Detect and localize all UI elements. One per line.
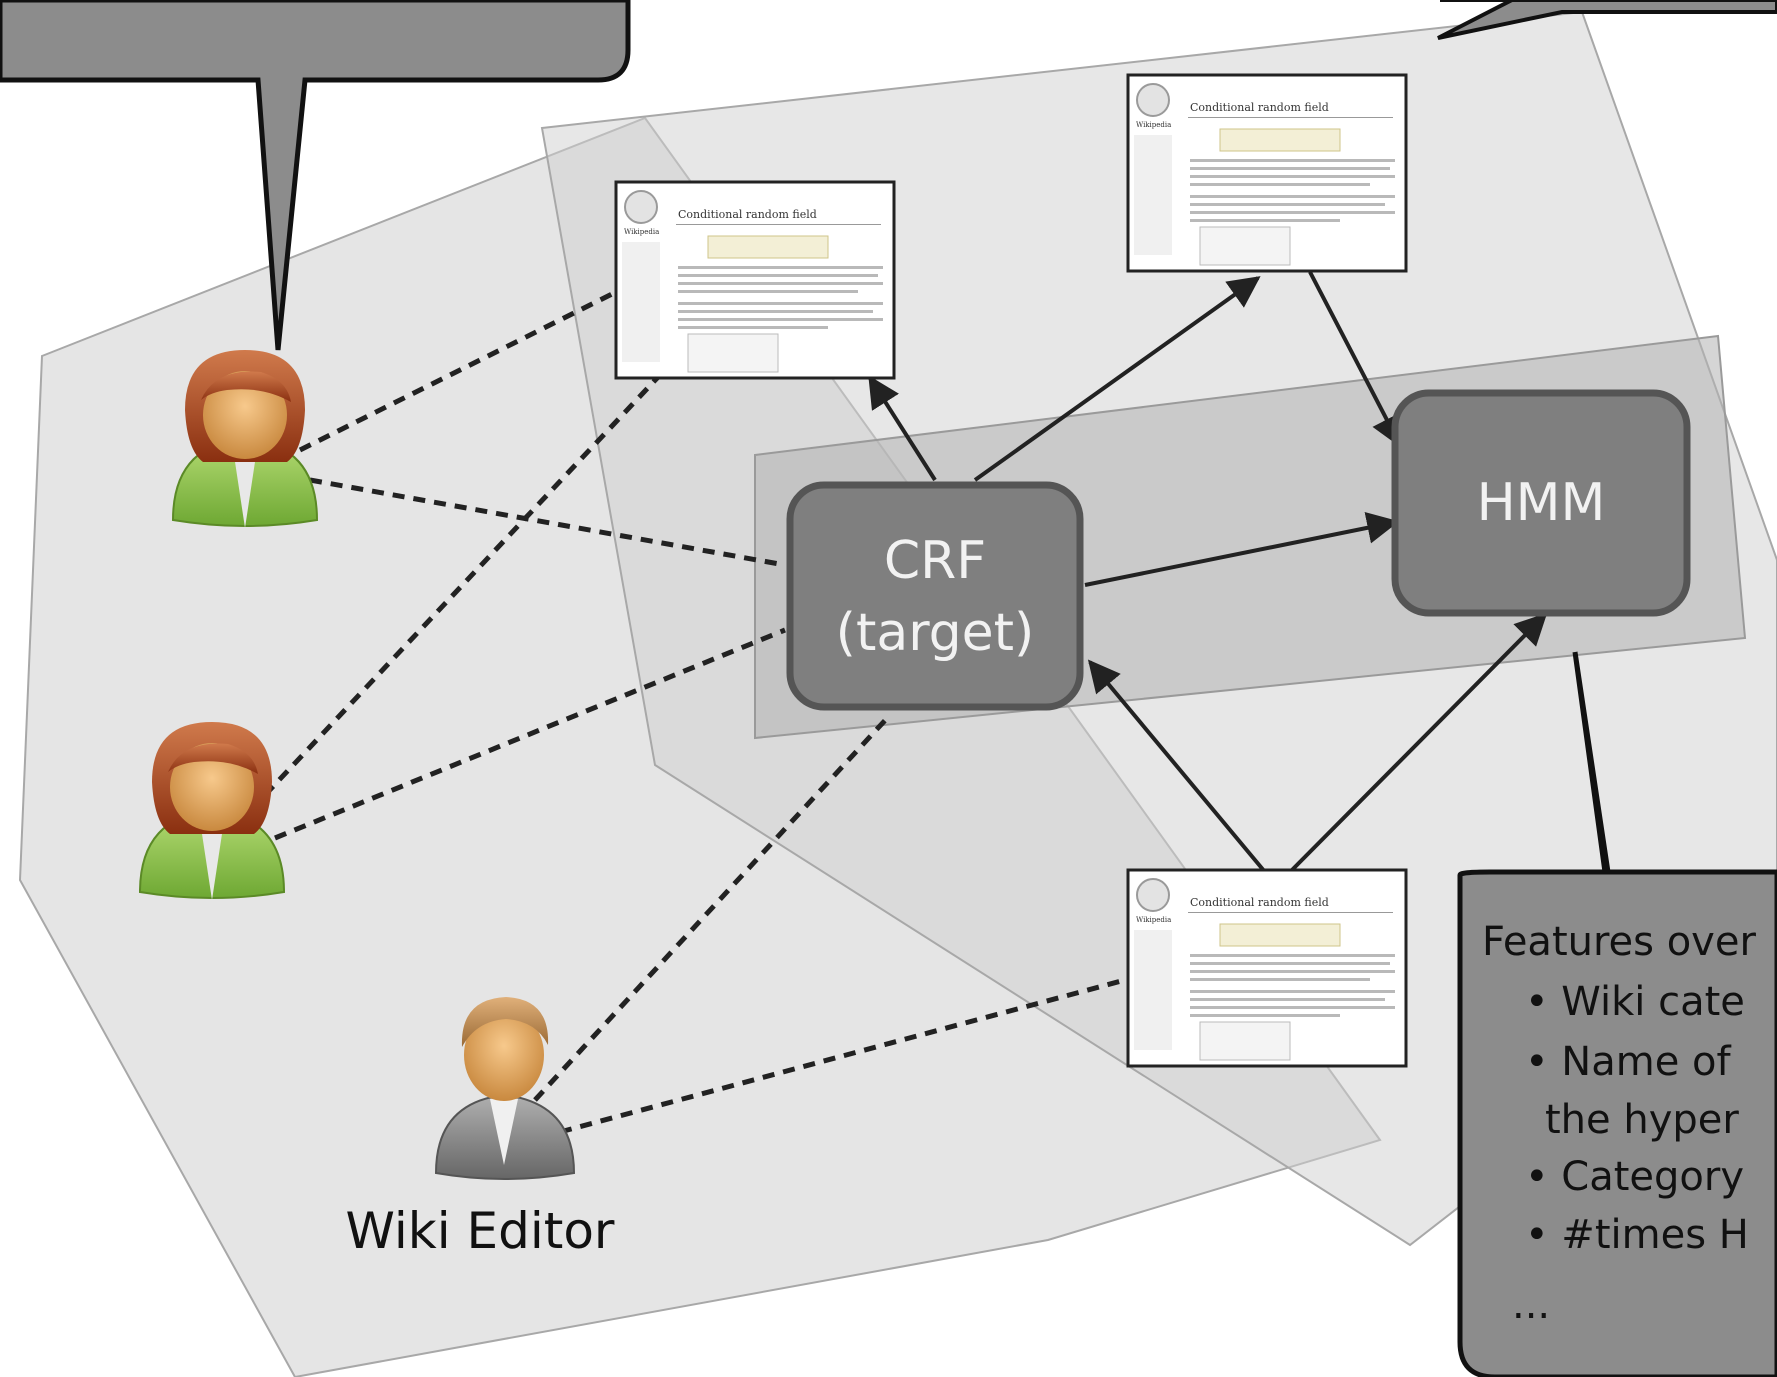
crf-node-label-line2: (target) (836, 603, 1035, 663)
arrow-page3-hmm (1288, 612, 1548, 874)
dashed-edge-editor-crf (533, 713, 892, 1102)
dashed-edge-user1-page (298, 277, 642, 453)
hmm-node-label: HMM (1477, 473, 1606, 533)
wiki-page-thumbnail: Wikipedia Conditional random field (1126, 73, 1408, 273)
dashed-edge-user1-crf (309, 477, 786, 568)
user-avatar-icon (171, 350, 319, 528)
hmm-node: HMM (1391, 389, 1691, 617)
svg-text:Wikipedia: Wikipedia (1136, 121, 1171, 129)
wikipedia-logo-icon (624, 190, 658, 224)
wiki-page-thumbnail: Wikipedia Conditional random field (1126, 868, 1408, 1068)
svg-text:Conditional random field: Conditional random field (1190, 896, 1329, 909)
wiki-editor-label: Wiki Editor (346, 1202, 615, 1260)
dashed-edge-user2-crf (274, 627, 786, 841)
solid-arrows (868, 271, 1548, 874)
wikipedia-logo-icon (1136, 83, 1170, 117)
dashed-edge-editor-page (559, 977, 1126, 1135)
wikipedia-logo-icon (1136, 878, 1170, 912)
svg-text:Conditional random field: Conditional random field (1190, 101, 1329, 114)
features-callout: Features over • Wiki cate • Name of the … (1457, 651, 1777, 1377)
features-callout-ellipsis: ... (1512, 1282, 1550, 1328)
features-callout-heading: Features over (1482, 919, 1756, 965)
svg-text:Conditional random field: Conditional random field (678, 208, 817, 221)
wiki-editor-avatar-icon (434, 997, 576, 1180)
wiki-page-thumbnail: Wikipedia Conditional random field (614, 180, 896, 380)
crf-node: CRF (target) (786, 481, 1084, 711)
svg-text:Wikipedia: Wikipedia (1136, 916, 1171, 924)
arrow-crf-page1 (868, 375, 937, 482)
svg-text:Wikipedia: Wikipedia (624, 228, 659, 236)
features-callout-bullet: the hyper (1545, 1097, 1739, 1143)
dashed-edges (263, 277, 1126, 1135)
features-callout-bullet: • Name of (1525, 1039, 1732, 1085)
user-avatar-icon (138, 722, 286, 900)
arrow-crf-hmm (1084, 512, 1400, 587)
top-right-callout (1437, 0, 1777, 40)
arrow-page2-hmm (1308, 271, 1402, 448)
arrow-crf-page2 (973, 276, 1261, 482)
features-callout-bullet: • Category (1525, 1154, 1744, 1200)
features-callout-bullet: • Wiki cate (1525, 979, 1745, 1025)
features-callout-bullet: • #times H (1525, 1212, 1749, 1258)
arrow-page3-crf (1087, 659, 1267, 874)
top-left-callout (0, 0, 631, 351)
crf-node-label-line1: CRF (884, 531, 986, 591)
